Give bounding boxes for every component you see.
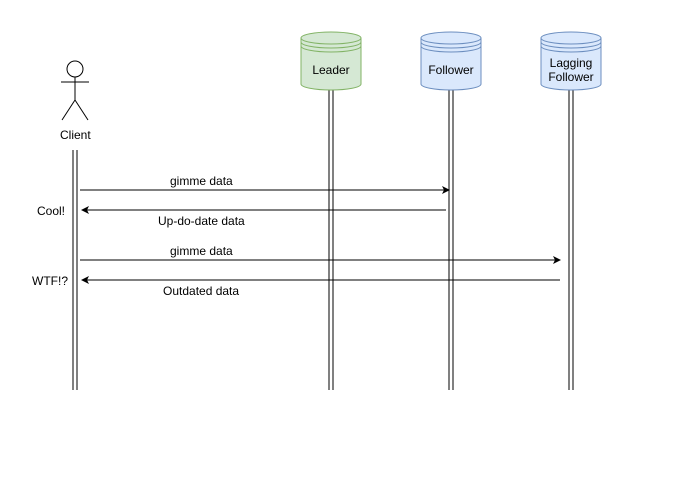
leader-lifeline: [328, 90, 334, 390]
client-lifeline: [72, 150, 78, 390]
follower-database-icon: [420, 31, 482, 91]
message-label-3: gimme data: [170, 244, 233, 258]
follower-lifeline: [448, 90, 454, 390]
lagging-follower-lifeline: [568, 90, 574, 390]
message-label-1: gimme data: [170, 174, 233, 188]
actor-name: Client: [60, 128, 91, 142]
leader-label: Leader: [312, 63, 350, 77]
client-actor-icon: [61, 60, 89, 121]
follower-label: Follower: [428, 63, 474, 77]
leader-database-icon: [300, 31, 362, 91]
lagging-follower-database-icon: [540, 31, 602, 91]
lagging-follower-label-line1: Lagging: [549, 56, 593, 70]
message-label-4: Outdated data: [163, 284, 240, 298]
message-label-2: Up-do-date data: [158, 214, 245, 228]
note-wtf: WTF!?: [32, 274, 68, 288]
note-cool: Cool!: [37, 204, 66, 218]
lagging-follower-label: Lagging Follower: [541, 56, 601, 84]
lagging-follower-label-line2: Follower: [548, 70, 594, 84]
